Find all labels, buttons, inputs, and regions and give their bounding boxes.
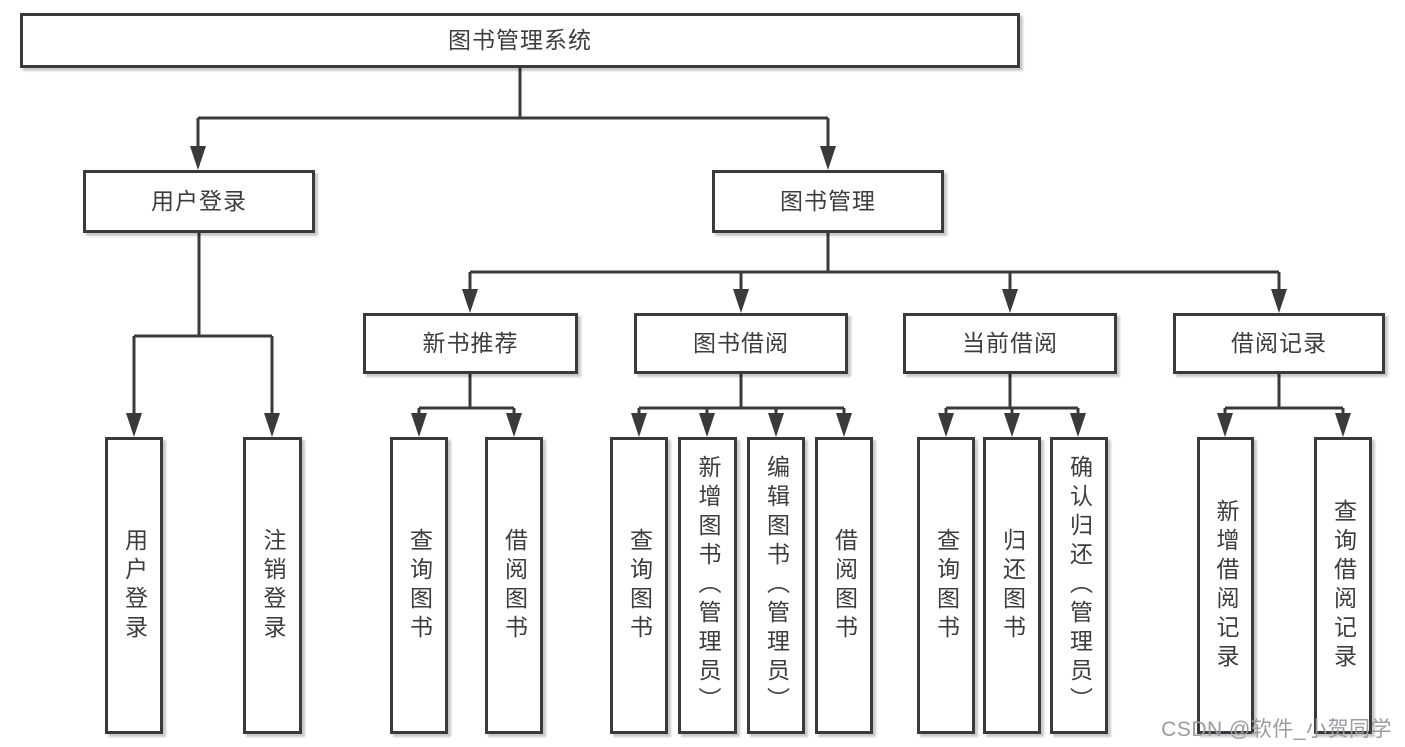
edge-root-to-level2 [196,68,830,148]
node-leaf-edit-books-admin: 编辑图书（管理员） [747,437,805,734]
node-leaf-logout: 注销登录 [243,437,302,734]
edge-user-login-to-leaves [132,233,274,415]
node-leaf-logout-label: 注销登录 [260,527,286,644]
node-leaf-query-books-recommend: 查询图书 [390,437,448,734]
node-leaf-query-books-borrowing-label: 查询图书 [626,527,653,644]
node-book-borrowing-label: 图书借阅 [693,329,789,356]
node-borrowing-records-label: 借阅记录 [1231,329,1327,356]
node-new-book-recommend: 新书推荐 [363,313,578,374]
node-leaf-confirm-return-admin-label: 确认归还（管理员） [1066,455,1093,716]
node-leaf-add-borrow-record-label: 新增借阅记录 [1213,498,1239,673]
edge-borrowing-records-to-leaves [1223,374,1345,415]
watermark: CSDN @软件_小贺同学 [1161,718,1392,741]
node-current-borrowing: 当前借阅 [903,313,1117,374]
node-leaf-user-login: 用户登录 [105,437,163,734]
node-leaf-query-books-recommend-label: 查询图书 [406,527,433,644]
arrowheads [126,146,1351,437]
node-user-login: 用户登录 [83,170,315,233]
node-leaf-query-books-borrowing: 查询图书 [610,437,668,734]
node-leaf-add-books-admin-label: 新增图书（管理员） [695,455,721,716]
node-current-borrowing-label: 当前借阅 [962,329,1058,356]
node-user-login-label: 用户登录 [151,187,247,214]
node-root: 图书管理系统 [20,13,1020,68]
node-book-borrowing: 图书借阅 [634,313,848,374]
node-leaf-user-login-label: 用户登录 [121,527,148,644]
node-leaf-query-books-current: 查询图书 [917,437,975,734]
node-book-management-label: 图书管理 [780,187,876,214]
node-leaf-borrow-books-borrowing: 借阅图书 [815,437,873,734]
node-leaf-edit-books-admin-label: 编辑图书（管理员） [763,455,790,716]
node-new-book-recommend-label: 新书推荐 [422,329,519,356]
node-leaf-return-books: 归还图书 [983,437,1041,734]
edge-current-borrowing-to-leaves [944,374,1080,415]
node-book-management: 图书管理 [712,170,944,233]
edge-book-management-to-level3 [468,233,1281,291]
node-leaf-return-books-label: 归还图书 [999,527,1026,644]
node-leaf-query-borrow-record-label: 查询借阅记录 [1330,498,1357,673]
node-leaf-borrow-books-borrowing-label: 借阅图书 [831,527,858,644]
node-leaf-confirm-return-admin: 确认归还（管理员） [1050,437,1108,734]
edge-book-borrowing-to-leaves [637,374,846,415]
node-leaf-borrow-books-recommend-label: 借阅图书 [501,527,528,644]
node-leaf-query-books-current-label: 查询图书 [933,527,960,644]
node-leaf-add-borrow-record: 新增借阅记录 [1197,437,1254,734]
node-root-label: 图书管理系统 [448,26,592,53]
edge-new-book-recommend-to-leaves [417,374,516,415]
node-leaf-query-borrow-record: 查询借阅记录 [1314,437,1372,734]
node-borrowing-records: 借阅记录 [1173,313,1385,374]
node-leaf-borrow-books-recommend: 借阅图书 [485,437,543,734]
node-leaf-add-books-admin: 新增图书（管理员） [678,437,737,734]
